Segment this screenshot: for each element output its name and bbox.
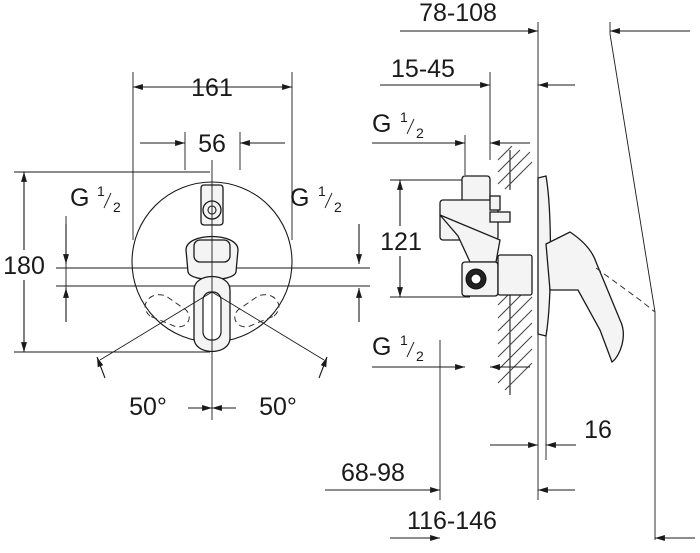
svg-text:68-98: 68-98	[341, 459, 405, 487]
svg-text:2: 2	[416, 348, 424, 364]
svg-text:78-108: 78-108	[419, 0, 497, 27]
dim-161: 161	[133, 74, 292, 102]
svg-text:50°: 50°	[259, 393, 297, 421]
svg-text:2: 2	[334, 199, 342, 215]
svg-text:2: 2	[113, 199, 121, 215]
svg-text:16: 16	[584, 416, 612, 444]
concealed-body	[439, 175, 533, 297]
thread-label-top: G 1 2	[372, 109, 530, 146]
thread-label-bottom: G 1 2	[372, 332, 530, 370]
dim-161-label: 161	[191, 74, 233, 102]
front-view: 161 56 180 G 1 2 G 1 2	[0, 72, 370, 421]
side-view: 78-108 15-45 G 1 2 121 G 1 2	[325, 0, 695, 541]
svg-text:1: 1	[400, 332, 408, 348]
svg-text:1: 1	[318, 183, 326, 199]
dim-16: 16	[490, 416, 612, 448]
svg-text:G: G	[372, 333, 391, 361]
svg-text:116-146: 116-146	[407, 507, 497, 535]
dim-15-45: 15-45	[380, 55, 575, 88]
thread-label-right: G 1 2	[290, 183, 362, 322]
lever-side-profile	[545, 231, 624, 364]
svg-text:1: 1	[400, 109, 408, 125]
dim-180: 180	[0, 172, 48, 352]
dim-116-146: 116-146	[390, 507, 695, 541]
dim-56: 56	[140, 130, 285, 158]
angle-left: 50°	[96, 291, 213, 421]
svg-text:121: 121	[380, 228, 422, 256]
angle-right: 50°	[211, 291, 328, 421]
svg-text:15-45: 15-45	[391, 55, 455, 83]
dim-56-label: 56	[198, 130, 226, 158]
dim-180-label: 180	[3, 252, 45, 280]
svg-text:G: G	[290, 184, 309, 212]
svg-text:G: G	[70, 184, 89, 212]
svg-text:50°: 50°	[129, 393, 167, 421]
svg-text:2: 2	[416, 125, 424, 141]
svg-text:1: 1	[97, 183, 105, 199]
svg-text:G: G	[372, 110, 391, 138]
dim-68-98: 68-98	[325, 459, 575, 493]
dim-121: 121	[380, 180, 422, 297]
thread-label-left: G 1 2	[63, 183, 121, 322]
dim-78-108: 78-108	[400, 0, 690, 34]
